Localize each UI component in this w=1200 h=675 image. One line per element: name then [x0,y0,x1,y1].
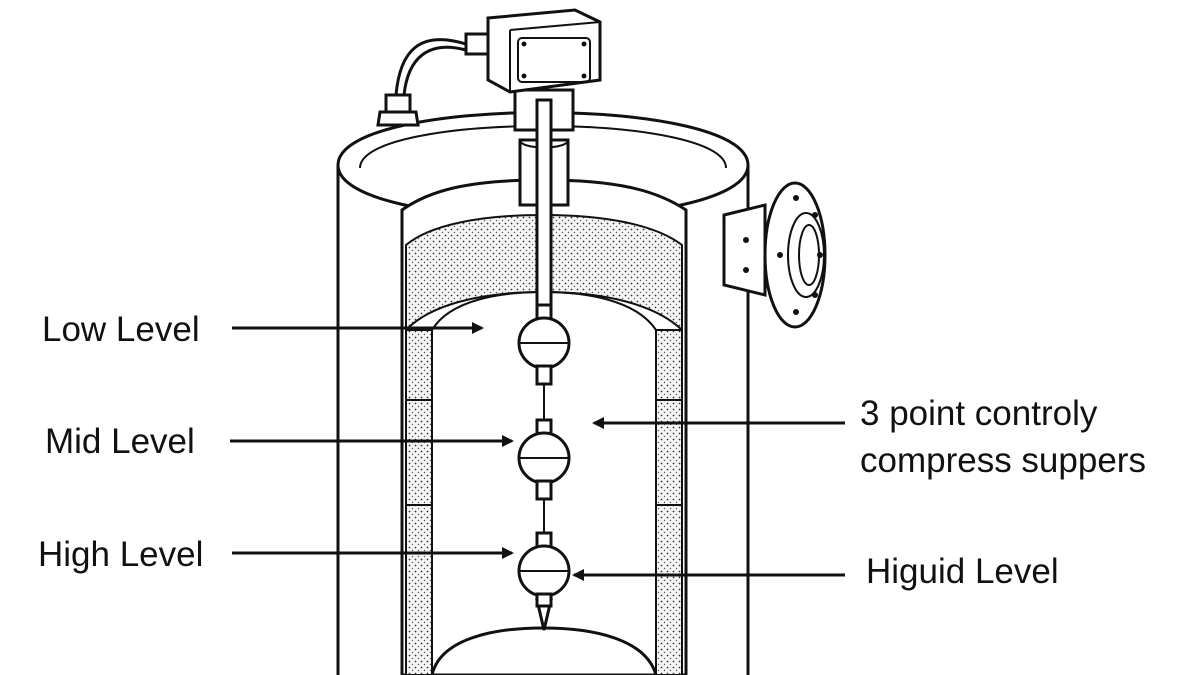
high-level-label: High Level [38,535,203,574]
liquid-level-label: Higuid Level [866,552,1059,591]
float-high [517,531,571,608]
compress-label-line1: 3 point controly [860,394,1098,433]
float-low [517,303,571,386]
sensor-stem [513,88,575,631]
junction-box-icon [376,8,602,127]
flange-icon [722,181,827,329]
compress-label-line2: compress suppers [860,441,1146,480]
low-level-label: Low Level [42,310,200,349]
mid-level-label: Mid Level [45,422,195,461]
float-mid [517,418,571,501]
